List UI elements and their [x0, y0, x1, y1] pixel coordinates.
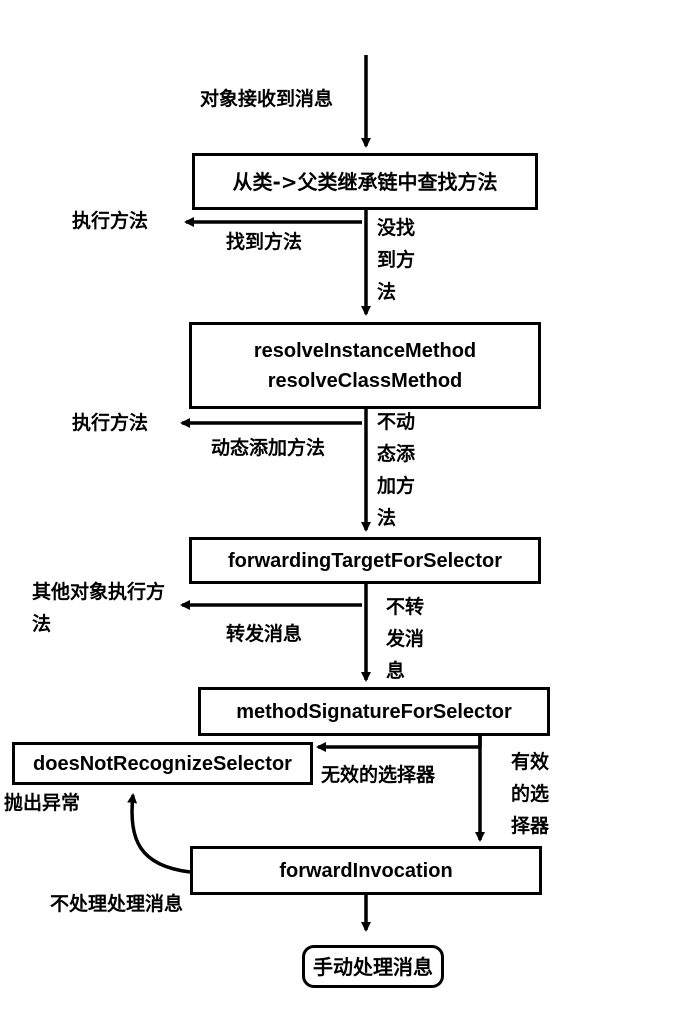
method-signature-box: methodSignatureForSelector: [198, 687, 550, 736]
does-not-recognize-box: doesNotRecognizeSelector: [12, 742, 313, 785]
resolve-class-method-text: resolveClassMethod: [267, 369, 463, 392]
label-not-handle: 不处理处理消息: [50, 893, 184, 915]
resolve-instance-method-text: resolveInstanceMethod: [253, 339, 477, 362]
manual-handle-box: 手动处理消息: [302, 945, 444, 988]
label-found-method: 找到方法: [226, 231, 303, 253]
label-other-object-execute: 其他对象执行方法: [32, 576, 172, 640]
label-valid-selector: 有效的选择器: [511, 751, 550, 837]
label-receive-message: 对象接收到消息: [200, 88, 334, 110]
method-signature-text: methodSignatureForSelector: [236, 700, 512, 723]
label-throw-exception: 抛出异常: [4, 792, 81, 814]
label-execute-method-2: 执行方法: [72, 412, 149, 434]
arrow-not-handle: [127, 793, 191, 874]
label-other-object-execute-text: 其他对象执行方法: [32, 581, 166, 635]
label-dynamic-add: 动态添加方法: [211, 437, 326, 459]
forwarding-target-box: forwardingTargetForSelector: [189, 537, 541, 584]
forwarding-target-text: forwardingTargetForSelector: [227, 549, 503, 572]
label-no-forward: 不转发消息: [386, 596, 425, 682]
forward-invocation-box: forwardInvocation: [190, 846, 542, 895]
lookup-text: 从类->父类继承链中查找方法: [232, 169, 498, 194]
label-forward-message: 转发消息: [226, 623, 303, 645]
does-not-recognize-text: doesNotRecognizeSelector: [33, 752, 292, 775]
resolve-method-box: resolveInstanceMethod resolveClassMethod: [189, 322, 541, 409]
label-no-dynamic-add: 不动态添加方法: [377, 411, 416, 529]
label-execute-method-1: 执行方法: [72, 210, 149, 232]
manual-handle-text: 手动处理消息: [313, 954, 433, 979]
lookup-box: 从类->父类继承链中查找方法: [192, 153, 538, 210]
label-invalid-selector: 无效的选择器: [321, 764, 436, 786]
label-not-found-method: 没找到方法: [377, 217, 416, 303]
forward-invocation-text: forwardInvocation: [279, 859, 453, 882]
